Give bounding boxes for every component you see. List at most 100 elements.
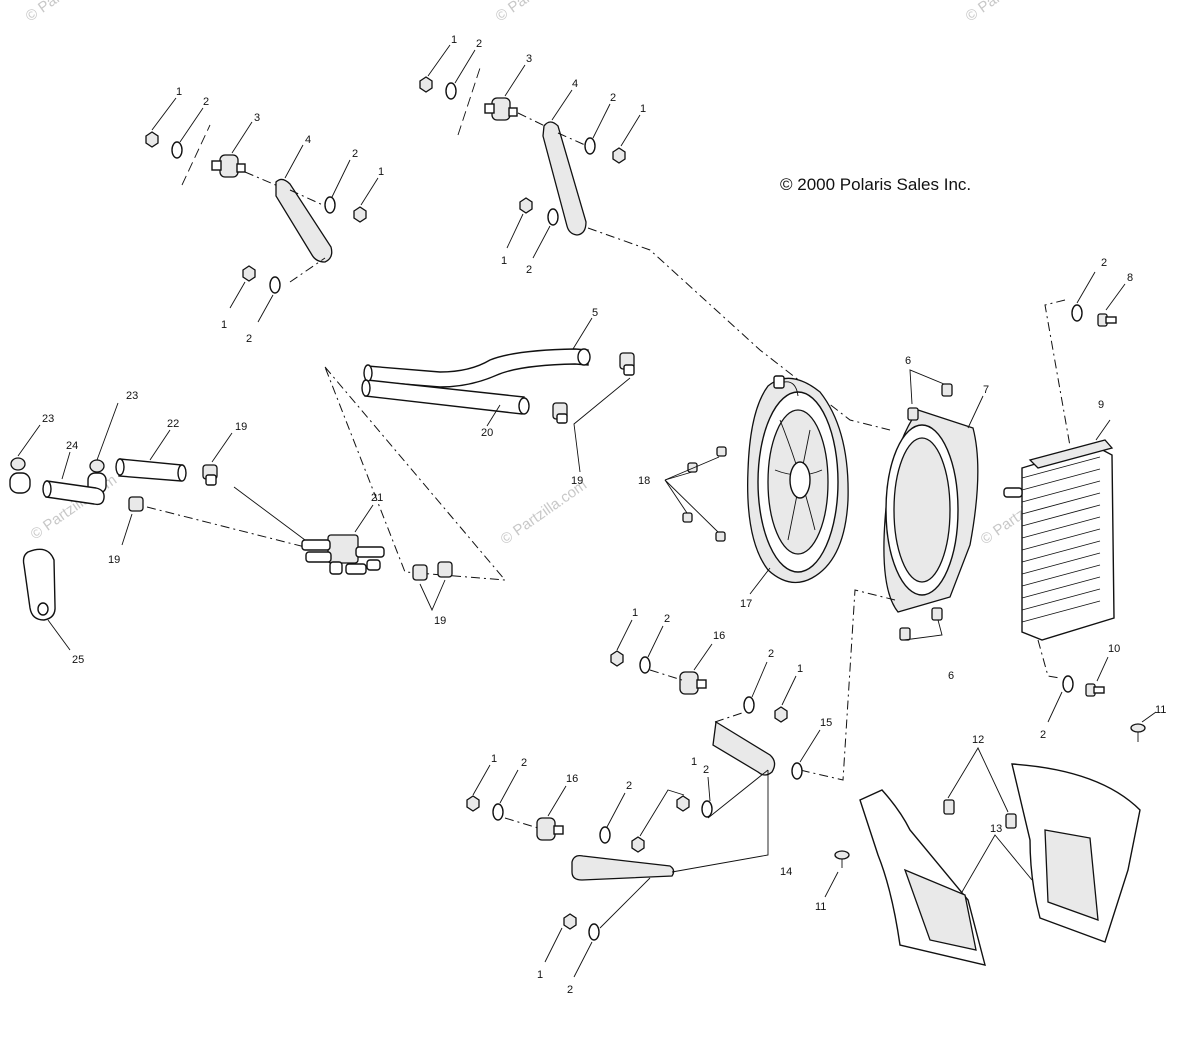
callout-label: 1 [632, 607, 638, 619]
nut [242, 265, 256, 282]
bracket [571, 854, 675, 881]
callout-label: 25 [72, 654, 84, 666]
nut [419, 76, 433, 93]
rubber-mount [536, 817, 564, 841]
callout-label: 10 [1108, 643, 1120, 655]
callout-label: 16 [566, 773, 578, 785]
callout-label: 2 [521, 757, 527, 769]
clip [1005, 813, 1017, 829]
washer [743, 696, 755, 714]
nut [466, 795, 480, 812]
screw [682, 512, 693, 523]
shroud-clip [931, 607, 943, 621]
hose-short [118, 458, 183, 482]
washer [791, 762, 803, 780]
shroud-clip [907, 407, 919, 421]
hose-assembly [324, 317, 635, 581]
callout-label: 18 [638, 475, 650, 487]
callout-label: 6 [905, 355, 911, 367]
tee-fitting [146, 486, 453, 612]
callout-label: 1 [378, 166, 384, 178]
callout-label: 23 [42, 413, 54, 425]
shroud-clip [899, 627, 911, 641]
retaining-clip [22, 548, 56, 621]
callout-label: 1 [691, 756, 697, 768]
callout-label: 13 [990, 823, 1002, 835]
callout-label: 3 [254, 112, 260, 124]
callout-label: 9 [1098, 399, 1104, 411]
nut [612, 147, 626, 164]
washer [547, 208, 559, 226]
nut [519, 197, 533, 214]
washer [171, 141, 183, 159]
callout-label: 1 [491, 753, 497, 765]
callout-label: 17 [740, 598, 752, 610]
callout-label: 16 [713, 630, 725, 642]
nut [353, 206, 367, 223]
lower-mount-upper [610, 619, 821, 780]
watermark: © Partzilla.com [963, 0, 1056, 25]
washer [1071, 304, 1083, 322]
air-ducts [824, 711, 1157, 966]
callout-label: 1 [221, 319, 227, 331]
nut [610, 650, 624, 667]
callout-label: 11 [1155, 704, 1166, 716]
watermark: © Partzilla.com [23, 0, 116, 25]
callout-label: 5 [592, 307, 598, 319]
callout-label: 11 [815, 901, 826, 913]
rubber-mount [211, 154, 246, 178]
callout-label: 2 [352, 148, 358, 160]
callout-label: 1 [640, 103, 646, 115]
callout-label: 19 [235, 421, 247, 433]
nut [631, 836, 645, 853]
callout-label: 2 [476, 38, 482, 50]
hose-clamp [202, 464, 218, 486]
bracket [275, 178, 333, 263]
hose-clamp [552, 402, 568, 424]
callout-label: 2 [567, 984, 573, 996]
hose-clamp [128, 496, 144, 512]
callout-labels: 1 2 3 4 2 1 1 2 1 2 3 4 2 1 1 2 5 20 19 … [42, 34, 1166, 996]
callout-label: 2 [1040, 729, 1046, 741]
screw [687, 462, 698, 473]
callout-label: 24 [66, 440, 78, 452]
callout-label: 1 [797, 663, 803, 675]
callout-label: 15 [820, 717, 832, 729]
nut [145, 131, 159, 148]
washer [324, 196, 336, 214]
watermark: © Partzilla.com [498, 476, 591, 548]
hose-clamp [89, 459, 105, 473]
callout-label: 19 [434, 615, 446, 627]
shroud-clip [941, 383, 953, 397]
callout-label: 4 [305, 134, 311, 146]
callout-label: 1 [176, 86, 182, 98]
radiator-fins [1021, 456, 1101, 623]
callout-label: 2 [664, 613, 670, 625]
callout-label: 21 [371, 492, 383, 504]
washer [588, 923, 600, 941]
callout-label: 14 [780, 866, 792, 878]
rubber-mount [484, 97, 518, 121]
upper-left-mount [145, 97, 379, 323]
washer [639, 656, 651, 674]
callout-label: 2 [626, 780, 632, 792]
callout-label: 1 [501, 255, 507, 267]
radiator [1003, 271, 1126, 723]
screw [834, 850, 850, 868]
washer [599, 826, 611, 844]
bracket [542, 121, 587, 236]
lower-mount-lower [466, 764, 769, 978]
callout-label: 19 [108, 554, 120, 566]
hose-clamp [437, 561, 453, 578]
callout-label: 2 [246, 333, 252, 345]
callout-label: 2 [526, 264, 532, 276]
callout-label: 19 [571, 475, 583, 487]
washer [492, 803, 504, 821]
callout-label: 12 [972, 734, 984, 746]
rubber-mount [679, 671, 707, 695]
callout-label: 2 [1101, 257, 1107, 269]
hose-clamp [619, 352, 635, 376]
cooling-fan [664, 375, 849, 595]
screw [1130, 723, 1146, 742]
callout-label: 2 [703, 764, 709, 776]
